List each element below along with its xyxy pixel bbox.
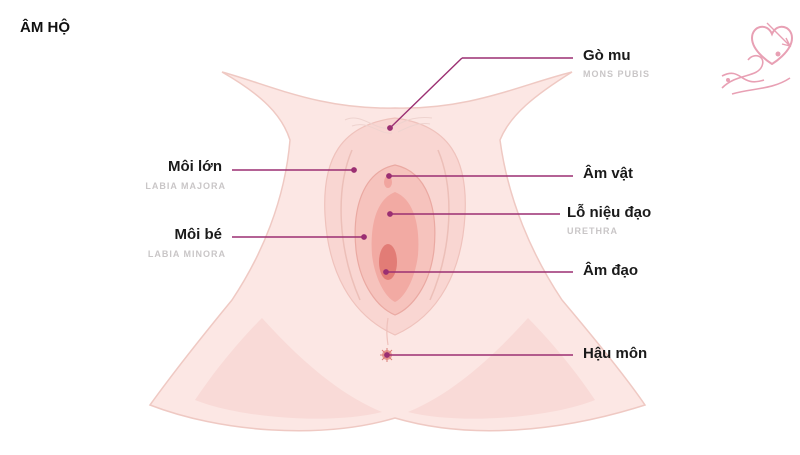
label-clitoris: Âm vật xyxy=(583,165,634,182)
page-title: ÂM HỘ xyxy=(20,19,70,36)
vaginal-opening xyxy=(379,244,397,280)
left-buttock-shade xyxy=(195,318,382,419)
label-labia-minora: Môi bé xyxy=(174,226,223,243)
right-buttock-shade xyxy=(408,318,595,419)
label-labia-majora: Môi lớn xyxy=(168,158,222,175)
right-majora-fold xyxy=(429,149,450,301)
leader-clitoris xyxy=(386,173,573,179)
label-urethra: Lỗ niệu đạo xyxy=(567,204,652,221)
label-mons-pubis: Gò mu xyxy=(583,47,631,64)
sublabel-urethra: URETHRA xyxy=(567,226,618,236)
leader-anus xyxy=(384,352,573,358)
sublabel-labia-minora: LABIA MINORA xyxy=(147,249,226,259)
label-anus: Hậu môn xyxy=(583,345,648,362)
leader-labia-minora xyxy=(232,234,367,240)
perineum-line xyxy=(386,317,389,346)
label-vagina: Âm đạo xyxy=(583,262,639,279)
left-majora-fold xyxy=(340,149,361,301)
clitoris-shape xyxy=(384,176,392,188)
leader-mons-pubis xyxy=(387,57,573,131)
leader-vagina xyxy=(383,269,573,275)
heart-swirl-logo-icon xyxy=(721,22,794,95)
sublabel-labia-majora: LABIA MAJORA xyxy=(145,181,226,191)
sublabel-mons-pubis: MONS PUBIS xyxy=(583,69,651,79)
leader-urethra xyxy=(387,211,560,217)
leader-labia-majora xyxy=(232,167,357,173)
